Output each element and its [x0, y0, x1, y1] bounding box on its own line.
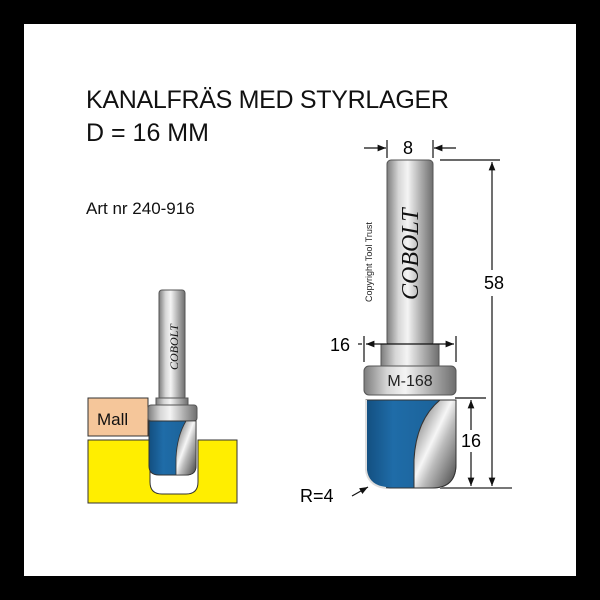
- article-number: Art nr 240-916: [86, 199, 195, 218]
- template-label: Mall: [97, 410, 128, 429]
- small-bearing: [147, 404, 198, 422]
- bearing-diameter-label: 16: [330, 335, 350, 355]
- radius-label: R=4: [300, 486, 334, 506]
- router-bit-large: [363, 159, 457, 489]
- product-diameter: D = 16 MM: [86, 119, 209, 147]
- bearing: [363, 365, 457, 396]
- copyright-text: Copyright Tool Trust: [364, 222, 374, 302]
- bearing-label: M-168: [387, 373, 432, 390]
- total-length-label: 58: [484, 273, 504, 293]
- workpiece: [87, 439, 238, 504]
- collar: [380, 343, 440, 367]
- shank-diameter-label: 8: [403, 138, 413, 158]
- usage-illustration: [87, 289, 238, 504]
- cutting-length-label: 16: [461, 431, 481, 451]
- dimension-lines: [351, 140, 512, 497]
- cutter-blade: [413, 399, 457, 489]
- small-brand-logo: COBOLT: [167, 323, 181, 370]
- template: [87, 397, 149, 437]
- brand-logo: COBOLT: [398, 207, 424, 300]
- product-title: KANALFRÄS MED STYRLAGER: [86, 86, 449, 114]
